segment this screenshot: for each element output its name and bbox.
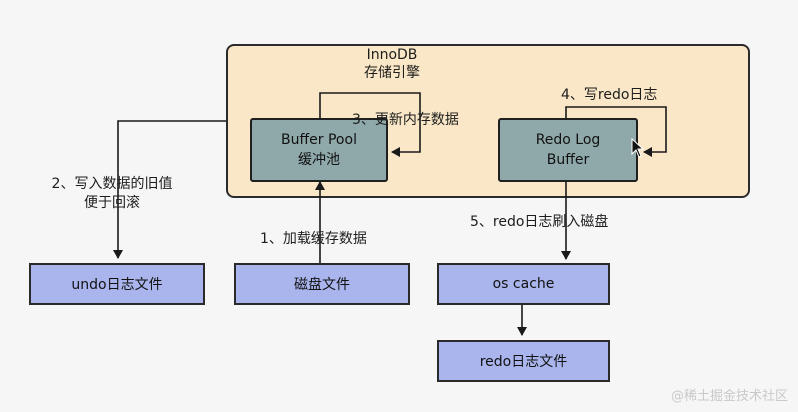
buffer-pool-sublabel: 缓冲池	[298, 152, 340, 168]
buffer-pool-box: Buffer Pool 缓冲池	[250, 118, 388, 182]
undo-log-file-box: undo日志文件	[29, 263, 205, 305]
step2-label-line2: 便于回滚	[84, 195, 140, 211]
undo-log-file-label: undo日志文件	[71, 277, 163, 293]
mouse-cursor-icon	[631, 138, 645, 158]
redo-log-file-box: redo日志文件	[437, 340, 610, 382]
innodb-title: InnoDB 存储引擎	[352, 46, 432, 82]
redo-log-file-label: redo日志文件	[479, 354, 568, 370]
os-cache-box: os cache	[437, 263, 610, 305]
redo-log-buffer-sublabel: Buffer	[546, 152, 590, 168]
step3-label: 3、更新内存数据	[352, 112, 459, 128]
step1-label: 1、加载缓存数据	[260, 231, 367, 247]
step2-label-line1: 2、写入数据的旧值	[51, 176, 173, 192]
watermark: @稀土掘金技术社区	[670, 389, 788, 404]
disk-file-box: 磁盘文件	[234, 263, 410, 305]
step4-label: 4、写redo日志	[561, 87, 658, 103]
arrow-update-memory	[319, 92, 421, 157]
redo-log-buffer-label: Redo Log	[535, 132, 601, 148]
arrow-write-undo	[113, 120, 226, 259]
disk-file-label: 磁盘文件	[294, 277, 350, 293]
innodb-title-line1: InnoDB	[366, 47, 418, 63]
step2-label: 2、写入数据的旧值 便于回滚	[32, 175, 192, 213]
innodb-title-line2: 存储引擎	[364, 65, 420, 81]
step5-label: 5、redo日志刷入磁盘	[470, 214, 609, 230]
buffer-pool-label: Buffer Pool	[281, 132, 357, 148]
redo-log-buffer-box: Redo Log Buffer	[498, 118, 638, 182]
os-cache-label: os cache	[492, 276, 555, 292]
arrow-write-redo	[565, 106, 667, 157]
